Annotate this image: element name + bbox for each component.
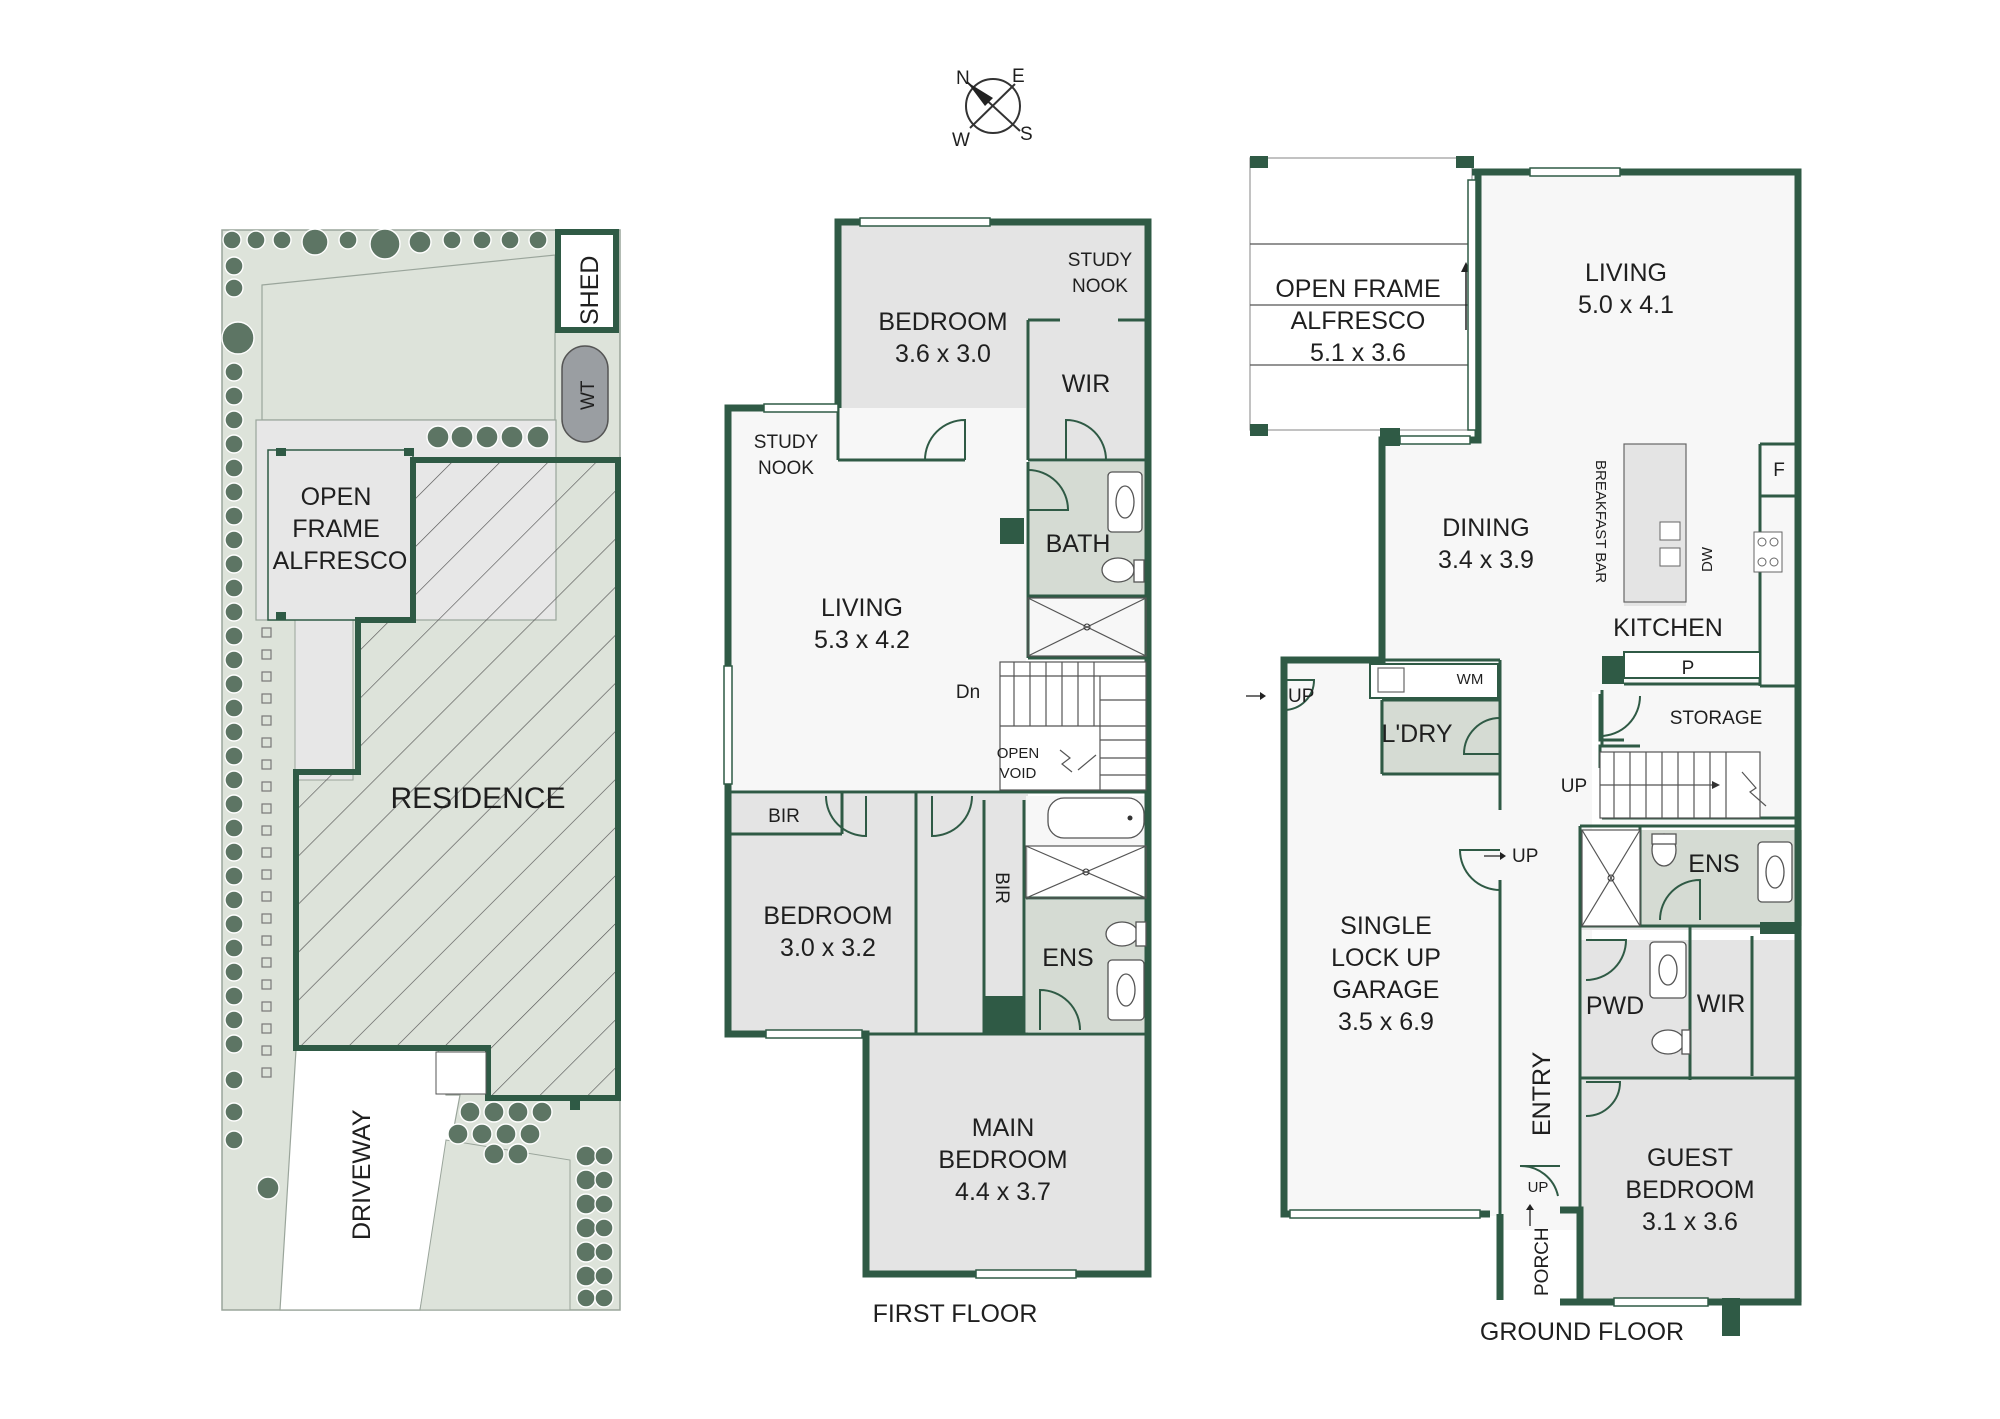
ff-study-nook-right-2: NOOK bbox=[1072, 276, 1128, 297]
ff-study-nook-right-1: STUDY bbox=[1068, 250, 1133, 271]
ff-living-size: 5.3 x 4.2 bbox=[814, 626, 910, 654]
ff-main-bedroom-name-2: BEDROOM bbox=[938, 1146, 1067, 1174]
gf-porch: PORCH bbox=[1532, 1227, 1553, 1296]
gf-dining-size: 3.4 x 3.9 bbox=[1438, 546, 1534, 574]
gf-guest-1: GUEST bbox=[1647, 1144, 1733, 1172]
gf-pantry: P bbox=[1682, 658, 1695, 679]
gf-kitchen: KITCHEN bbox=[1613, 614, 1723, 642]
gf-alfresco-line1: OPEN FRAME bbox=[1275, 275, 1440, 303]
first-floor-stairs bbox=[999, 661, 1147, 791]
site-plan: SHED WT OPEN FRAME ALFRESCO RESIDENCE DR… bbox=[221, 228, 621, 1311]
gf-up-garage: UP bbox=[1288, 686, 1314, 707]
gf-alfresco-line2: ALFRESCO bbox=[1291, 307, 1426, 335]
ff-bir-left-label: BIR bbox=[768, 806, 800, 827]
site-alfresco-label-1: OPEN bbox=[301, 483, 372, 511]
gf-dw: DW bbox=[1699, 546, 1716, 572]
ff-living-name: LIVING bbox=[821, 594, 903, 622]
first-floor-plan: BEDROOM 3.6 x 3.0 STUDY NOOK STUDY NOOK … bbox=[723, 217, 1152, 1328]
gf-breakfast-bar: BREAKFAST BAR bbox=[1592, 460, 1609, 583]
gf-living-size: 5.0 x 4.1 bbox=[1578, 291, 1674, 319]
gf-up-hall: UP bbox=[1512, 846, 1538, 867]
ff-main-bedroom-size: 4.4 x 3.7 bbox=[955, 1178, 1051, 1206]
ground-floor-stairs bbox=[1599, 751, 1767, 819]
water-tank bbox=[561, 345, 609, 443]
ff-bedroom-top-size: 3.6 x 3.0 bbox=[895, 340, 991, 368]
gf-garage-2: LOCK UP bbox=[1331, 944, 1441, 972]
gf-pwd: PWD bbox=[1586, 992, 1644, 1020]
gf-garage-3: GARAGE bbox=[1333, 976, 1440, 1004]
residence-label: RESIDENCE bbox=[390, 782, 565, 815]
gf-up-porch: UP bbox=[1528, 1179, 1549, 1196]
gf-guest-2: BEDROOM bbox=[1625, 1176, 1754, 1204]
gf-up-stair: UP bbox=[1561, 776, 1587, 797]
compass-icon: N E S W bbox=[952, 66, 1033, 151]
stepping-pads bbox=[261, 627, 272, 1078]
gf-entry: ENTRY bbox=[1528, 1051, 1556, 1136]
gf-wm: WM bbox=[1457, 671, 1484, 688]
ff-study-nook-left-2: NOOK bbox=[758, 458, 814, 479]
gf-dining-name: DINING bbox=[1442, 514, 1530, 542]
gf-garage-1: SINGLE bbox=[1340, 912, 1432, 940]
ff-bedroom-top-name: BEDROOM bbox=[878, 308, 1007, 336]
ff-bedroom-mid-name: BEDROOM bbox=[763, 902, 892, 930]
ground-floor-title: GROUND FLOOR bbox=[1480, 1318, 1684, 1346]
ff-ens-label: ENS bbox=[1042, 944, 1093, 972]
residence-footprint bbox=[293, 457, 621, 1101]
ff-study-nook-left-1: STUDY bbox=[754, 432, 819, 453]
compass-w: W bbox=[952, 130, 970, 151]
gf-ens: ENS bbox=[1688, 850, 1739, 878]
site-alfresco-label-3: ALFRESCO bbox=[273, 547, 408, 575]
first-floor-title: FIRST FLOOR bbox=[873, 1300, 1038, 1328]
gf-living-name: LIVING bbox=[1585, 259, 1667, 287]
gf-fridge: F bbox=[1773, 460, 1785, 481]
ff-open-void-2: VOID bbox=[1000, 765, 1037, 782]
compass-e: E bbox=[1012, 66, 1025, 87]
ff-dn-label: Dn bbox=[956, 682, 980, 703]
compass-s: S bbox=[1020, 124, 1033, 145]
ff-main-bedroom-name-1: MAIN bbox=[972, 1114, 1035, 1142]
gf-storage: STORAGE bbox=[1670, 708, 1763, 729]
gf-guest-size: 3.1 x 3.6 bbox=[1642, 1208, 1738, 1236]
driveway-label: DRIVEWAY bbox=[348, 1109, 376, 1240]
site-alfresco-label-2: FRAME bbox=[292, 515, 380, 543]
ff-bath-label: BATH bbox=[1046, 530, 1111, 558]
ff-bedroom-mid-size: 3.0 x 3.2 bbox=[780, 934, 876, 962]
gf-garage-size: 3.5 x 6.9 bbox=[1338, 1008, 1434, 1036]
ff-open-void-1: OPEN bbox=[997, 745, 1040, 762]
shed-label: SHED bbox=[576, 256, 604, 325]
ff-wir-label: WIR bbox=[1062, 370, 1111, 398]
gf-alfresco-size: 5.1 x 3.6 bbox=[1310, 339, 1406, 367]
water-tank-label: WT bbox=[578, 380, 599, 410]
ground-floor-plan: OPEN FRAME ALFRESCO 5.1 x 3.6 UP bbox=[1246, 156, 1802, 1346]
compass-n: N bbox=[956, 68, 970, 89]
garden-shrubs bbox=[221, 228, 614, 1308]
shed bbox=[555, 229, 619, 333]
gf-laundry: L'DRY bbox=[1381, 720, 1452, 748]
ff-bir-vertical-label: BIR bbox=[991, 872, 1012, 904]
gf-wir: WIR bbox=[1697, 990, 1746, 1018]
